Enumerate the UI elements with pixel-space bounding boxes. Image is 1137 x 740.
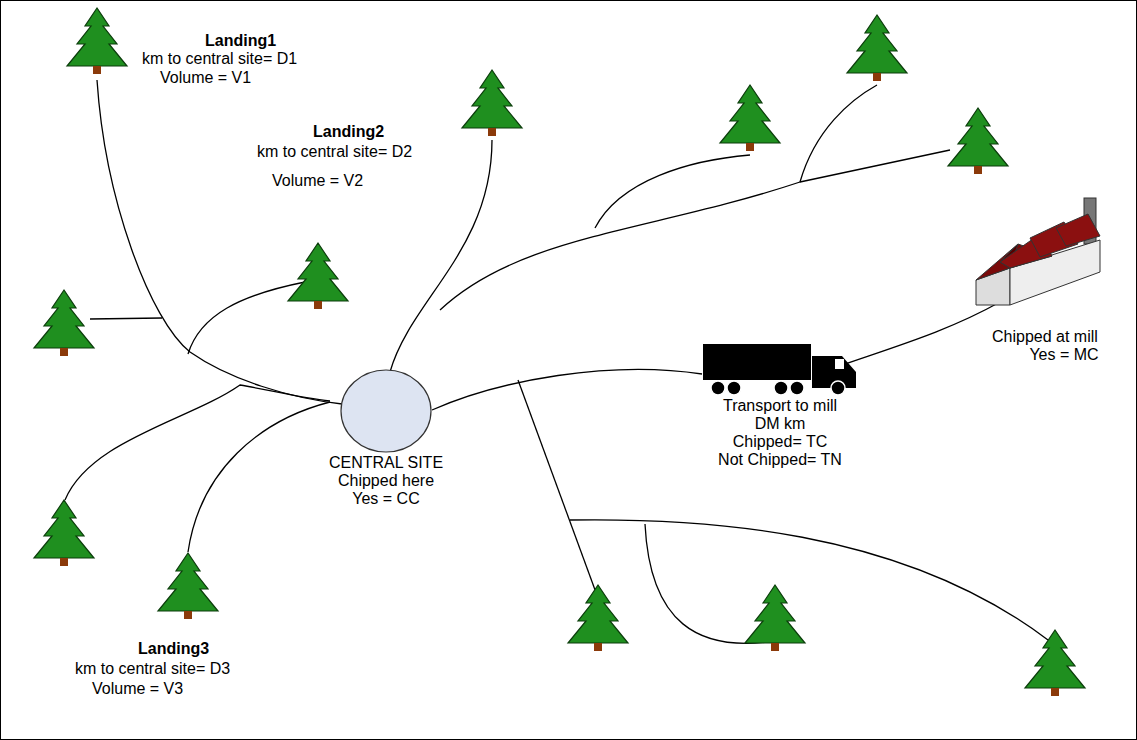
landing-heading: Landing2	[313, 123, 384, 141]
tree-trunk	[60, 348, 68, 356]
annotation: Volume = V2	[272, 172, 363, 190]
tree	[34, 290, 94, 348]
annotation: Transport to mill	[723, 397, 837, 415]
tree	[720, 85, 780, 143]
landing-heading: Landing3	[138, 640, 209, 658]
annotation: DM km	[755, 415, 806, 433]
tree	[34, 500, 94, 558]
tree-trunk	[974, 166, 982, 174]
annotation: Chipped= TC	[733, 433, 827, 451]
tree-trunk	[594, 643, 602, 651]
tree	[158, 553, 218, 611]
tree	[568, 585, 628, 643]
tree-trunk	[184, 611, 192, 619]
tree	[948, 108, 1008, 166]
mill-building	[976, 198, 1100, 305]
annotation: km to central site= D2	[257, 143, 412, 161]
annotation: Chipped at mill	[992, 328, 1098, 346]
annotation: km to central site= D1	[142, 50, 297, 68]
site-label: CENTRAL SITE Chipped here Yes = CC	[326, 454, 446, 508]
tree-trunk	[314, 301, 322, 309]
central-site-circle: CENTRAL SITE Chipped here Yes = CC	[322, 368, 450, 508]
annotation: km to central site= D3	[75, 660, 230, 678]
roads	[65, 80, 1048, 643]
truck	[703, 344, 856, 395]
annotation: Volume = V3	[92, 680, 183, 698]
tree-trunk	[1051, 688, 1059, 696]
tree	[67, 8, 127, 66]
tree-trunk	[93, 66, 101, 74]
landing-heading: Landing1	[205, 32, 276, 50]
annotation: Not Chipped= TN	[718, 451, 842, 469]
tree	[745, 585, 805, 643]
annotation: Yes = MC	[1029, 346, 1098, 364]
tree-trunk	[488, 128, 496, 136]
tree-trunk	[873, 73, 881, 81]
tree-trunk	[771, 643, 779, 651]
circle-outline	[339, 368, 433, 454]
tree	[847, 15, 907, 73]
tree	[462, 70, 522, 128]
annotation: Volume = V1	[160, 69, 251, 87]
tree-trunk	[60, 558, 68, 566]
tree-trunk	[746, 143, 754, 151]
tree	[1025, 630, 1085, 688]
tree	[288, 243, 348, 301]
